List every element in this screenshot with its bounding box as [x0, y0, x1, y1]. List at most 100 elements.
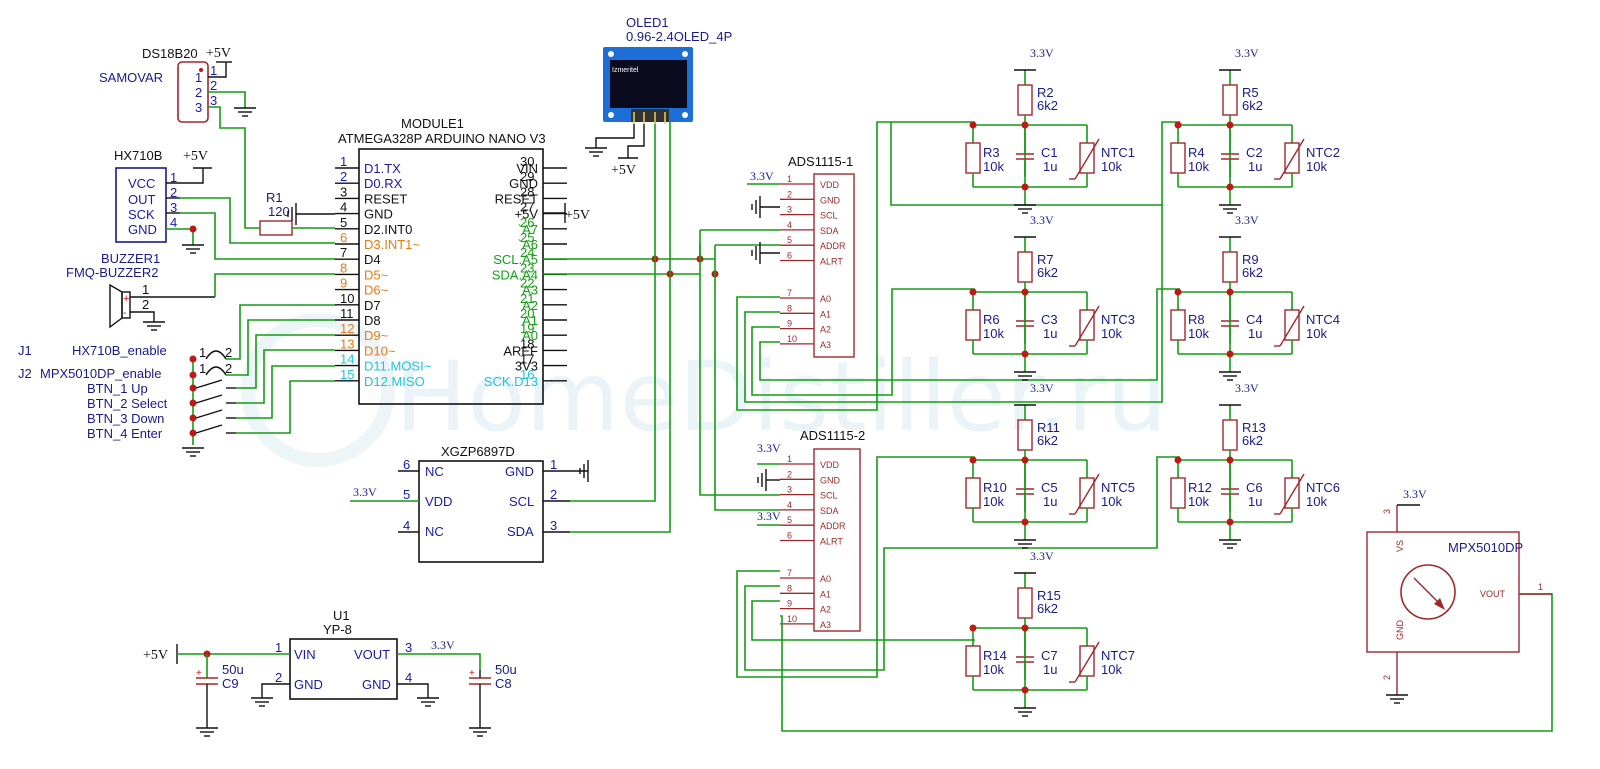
ds18b20-pin-3: 3 — [195, 100, 202, 115]
module-right-pin-name: A1 — [522, 313, 538, 328]
c8-name: C8 — [495, 676, 512, 691]
mpx-vs: VS — [1395, 540, 1405, 552]
ads2-pin-name: SCL — [820, 491, 838, 501]
module-left-pin-num: 2 — [340, 169, 347, 184]
ads1-pin-name: SCL — [820, 211, 838, 221]
r1-name: R1 — [266, 190, 283, 205]
module-left-pin-num: 12 — [340, 321, 354, 336]
r-top-name: R13 — [1242, 420, 1266, 435]
module-right-pin-name: `A6 — [518, 237, 538, 252]
module-left-pin-num: 8 — [340, 260, 347, 275]
j1-label: HX710B_enable — [72, 343, 167, 358]
ds18b20-pad-2: 2 — [210, 78, 217, 93]
xgzp-nc-6: NC — [425, 464, 444, 479]
module-right-pin-name: AREF — [503, 343, 538, 358]
r-bot-value: 10k — [983, 494, 1004, 509]
module-left-pin-num: 3 — [340, 184, 347, 199]
cap-value: 1u — [1043, 494, 1057, 509]
ads1-pin-name: A2 — [820, 325, 831, 335]
ads2-pin-name: A0 — [820, 574, 831, 584]
ntc-name: NTC5 — [1101, 480, 1135, 495]
module-right-pin-name: +5V — [515, 207, 539, 222]
r-top-value: 6k2 — [1242, 98, 1263, 113]
xgzp-name: XGZP6897D — [441, 444, 515, 459]
u1-5v: +5V — [143, 648, 168, 663]
cap-name: C6 — [1246, 480, 1263, 495]
xgzp-scl: SCL — [509, 494, 534, 509]
ads1-pin-name: A1 — [820, 309, 831, 319]
ads1-pin-name: SDA — [820, 226, 839, 236]
ntc-value: 10k — [1101, 494, 1122, 509]
ads1-pin-name: A0 — [820, 294, 831, 304]
module-left-pin-num: 13 — [340, 336, 354, 351]
ntc-supply: 3.3V — [1030, 549, 1054, 563]
jumpers-and-buttons: J1 HX710B_enable J2 MPX5010DP_enable 1 2… — [18, 304, 335, 457]
module-left-pin-num: 9 — [340, 276, 347, 291]
u1-pin-2: 2 — [275, 670, 282, 685]
r-top-name: R15 — [1037, 588, 1061, 603]
j2-ref: J2 — [18, 366, 32, 381]
ads2-3v3: 3.3V — [757, 441, 781, 455]
mpx-pin-2: 2 — [1382, 675, 1392, 680]
xgzp-sda: SDA — [507, 524, 534, 539]
ntc-value: 10k — [1101, 662, 1122, 677]
xgzp-gnd: GND — [505, 464, 534, 479]
ntc-value: 10k — [1306, 159, 1327, 174]
module-right-pin-name: A3 — [522, 283, 538, 298]
module-left-pin-num: 11 — [340, 306, 354, 321]
ads2-3v3-addr: 3.3V — [757, 509, 781, 523]
ads1-pin-num: 4 — [787, 220, 792, 230]
ads2-pin-name: ALRT — [820, 537, 843, 547]
cap-value: 1u — [1043, 159, 1057, 174]
mpx-pin-3: 3 — [1382, 509, 1392, 514]
module-left-pin-num: 15 — [340, 367, 354, 382]
ntc-supply: 3.3V — [1030, 381, 1054, 395]
module-right-pin-num: 19 — [520, 321, 534, 336]
hx710b-sck: SCK — [128, 207, 155, 222]
c9-value: 50u — [222, 662, 244, 677]
xgzp-pin-2: 2 — [550, 487, 557, 502]
ntc-name: NTC6 — [1306, 480, 1340, 495]
ntc-name: NTC4 — [1306, 312, 1340, 327]
ads1-pin-num: 2 — [787, 189, 792, 199]
cap-value: 1u — [1248, 326, 1262, 341]
hx710b-title: HX710B — [114, 148, 162, 163]
hx710b-module: HX710B VCC OUT SCK GND 1 2 3 4 +5V — [114, 148, 335, 260]
samovar-label: SAMOVAR — [99, 70, 163, 85]
oled-5v: +5V — [611, 163, 636, 178]
module-left-pin-num: 7 — [340, 245, 347, 260]
module-left-pin-name: D11.MOSI~ — [364, 359, 432, 374]
cap-value: 1u — [1248, 159, 1262, 174]
xgzp-pin-3: 3 — [550, 518, 557, 533]
module-right-pin-num: 18 — [520, 336, 534, 351]
r-bot-name: R8 — [1188, 312, 1205, 327]
ads2-pin-name: VDD — [820, 460, 840, 470]
ads1-pin-name: GND — [820, 195, 841, 205]
watermark-text: HomeDistiller.ru — [395, 341, 1167, 453]
ntc-name: NTC1 — [1101, 145, 1135, 160]
ads2-pin-num: 3 — [787, 485, 792, 495]
cap-value: 1u — [1043, 326, 1057, 341]
module-right-pin-name: VIN — [516, 161, 538, 176]
cap-name: C5 — [1041, 480, 1058, 495]
module-left-pin-num: 6 — [340, 230, 347, 245]
cap-name: C3 — [1041, 312, 1058, 327]
module-ref: MODULE1 — [401, 116, 464, 131]
r-top-name: R11 — [1037, 420, 1060, 435]
oled-screen-text: Izmeritel — [612, 67, 639, 74]
ads2-pin-num: 10 — [787, 614, 797, 624]
r-bot-value: 10k — [983, 662, 1004, 677]
module-right-pin-name: A2 — [522, 298, 538, 313]
btn-3-label: BTN_3 Down — [87, 411, 164, 426]
j1-ref: J1 — [18, 343, 32, 358]
module-left-pin-name: D12.MISO — [364, 374, 425, 389]
r-bot-name: R4 — [1188, 145, 1205, 160]
oled-display: OLED1 0.96-2.4OLED_4P Izmeritel +5V — [584, 15, 732, 178]
ads2-pin-name: A3 — [820, 620, 831, 630]
r-bot-value: 10k — [1188, 326, 1209, 341]
j1-pin1: 1 — [199, 345, 206, 360]
r-top-value: 6k2 — [1037, 433, 1058, 448]
ads2-pin-name: ADDR — [820, 521, 846, 531]
hx710b-pin-4: 4 — [170, 215, 177, 230]
